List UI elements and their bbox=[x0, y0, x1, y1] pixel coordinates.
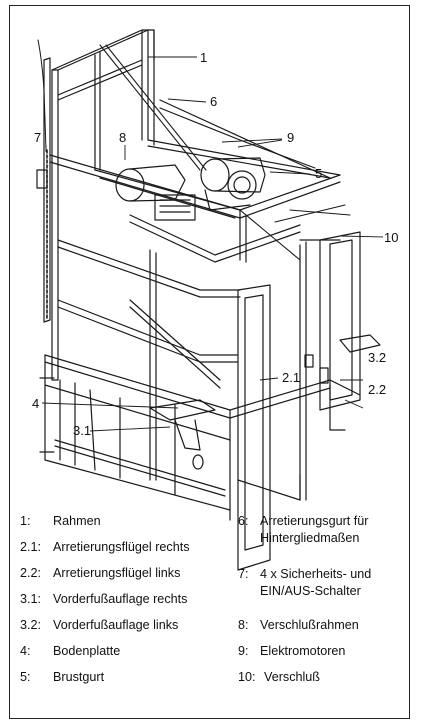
legend-key: 2.2: bbox=[20, 566, 42, 580]
legend-text-line2: Hintergliedmaßen bbox=[260, 531, 360, 545]
legend-key: 3.1: bbox=[20, 592, 42, 606]
callout-9: 9 bbox=[287, 130, 295, 145]
legend-text: Brustgurt bbox=[53, 670, 105, 684]
callout-7: 7 bbox=[34, 130, 42, 145]
legend-item-3-2: 3.2: Vorderfußauflage links bbox=[20, 617, 178, 634]
legend-text: Bodenplatte bbox=[53, 644, 121, 658]
rear-frame bbox=[51, 29, 155, 381]
legend-text-block: Arretierungsgurt für Hintergliedmaßen bbox=[260, 513, 369, 547]
legend-item-2-1: 2.1: Arretierungsflügel rechts bbox=[20, 539, 190, 556]
belts bbox=[99, 44, 351, 261]
callout-3-1: 3.1 bbox=[73, 423, 92, 438]
legend-text: Verschlußrahmen bbox=[260, 618, 359, 632]
callout-4: 4 bbox=[32, 396, 40, 411]
callout-6: 6 bbox=[210, 94, 218, 109]
legend-text: Verschluß bbox=[264, 670, 320, 684]
legend-key: 4: bbox=[20, 644, 31, 658]
legend-text: Arretierungsflügel rechts bbox=[53, 540, 190, 554]
callout-8: 8 bbox=[119, 130, 127, 145]
legend-key: 7: bbox=[238, 567, 249, 581]
legend-text: Elektromotoren bbox=[260, 644, 346, 658]
legend-item-10: 10: Verschluß bbox=[238, 669, 320, 686]
legend-text: Arretierungsgurt für bbox=[260, 514, 369, 528]
callout-10: 10 bbox=[384, 230, 399, 245]
legend-text-block: 4 x Sicherheits- und EIN/AUS-Schalter bbox=[260, 566, 371, 600]
foot-rests bbox=[149, 334, 381, 470]
side-rails bbox=[57, 239, 241, 481]
legend-key: 8: bbox=[238, 618, 249, 632]
legend-item-9: 9: Elektromotoren bbox=[238, 643, 345, 660]
leader-lines bbox=[41, 56, 384, 432]
callout-5: 5 bbox=[315, 166, 323, 181]
base-frame bbox=[39, 354, 361, 521]
legend-key: 3.2: bbox=[20, 618, 42, 632]
motor-right bbox=[200, 157, 266, 211]
legend-key: 1: bbox=[20, 514, 31, 528]
motor-left bbox=[115, 164, 196, 221]
callout-2-1: 2.1 bbox=[282, 370, 301, 385]
legend-item-3-1: 3.1: Vorderfußauflage rechts bbox=[20, 591, 187, 608]
callout-3-2: 3.2 bbox=[368, 350, 387, 365]
callout-2-2: 2.2 bbox=[368, 382, 387, 397]
legend-item-4: 4: Bodenplatte bbox=[20, 643, 120, 660]
callout-1: 1 bbox=[200, 50, 208, 65]
legend-text: Vorderfußauflage links bbox=[53, 618, 179, 632]
legend-item-7: 7: 4 x Sicherheits- und EIN/AUS-Schalter bbox=[238, 566, 371, 600]
legend-text: Vorderfußauflage rechts bbox=[53, 592, 188, 606]
legend-item-5: 5: Brustgurt bbox=[20, 669, 104, 686]
top-frame bbox=[49, 99, 341, 263]
legend-item-1: 1: Rahmen bbox=[20, 513, 101, 530]
legend-item-2-2: 2.2: Arretierungsflügel links bbox=[20, 565, 180, 582]
left-chain-post bbox=[36, 57, 51, 323]
legend-text-line2: EIN/AUS-Schalter bbox=[260, 584, 361, 598]
legend-key: 10: bbox=[238, 670, 256, 684]
legend-item-6: 6: Arretierungsgurt für Hintergliedmaßen bbox=[238, 513, 369, 547]
front-gate bbox=[237, 231, 361, 571]
legend-text: Rahmen bbox=[53, 514, 101, 528]
legend-text: Arretierungsflügel links bbox=[53, 566, 181, 580]
legend-key: 9: bbox=[238, 644, 249, 658]
legend-key: 6: bbox=[238, 514, 249, 528]
legend-key: 2.1: bbox=[20, 540, 42, 554]
legend-item-8: 8: Verschlußrahmen bbox=[238, 617, 359, 634]
legend-key: 5: bbox=[20, 670, 31, 684]
legend-text: 4 x Sicherheits- und bbox=[260, 567, 372, 581]
